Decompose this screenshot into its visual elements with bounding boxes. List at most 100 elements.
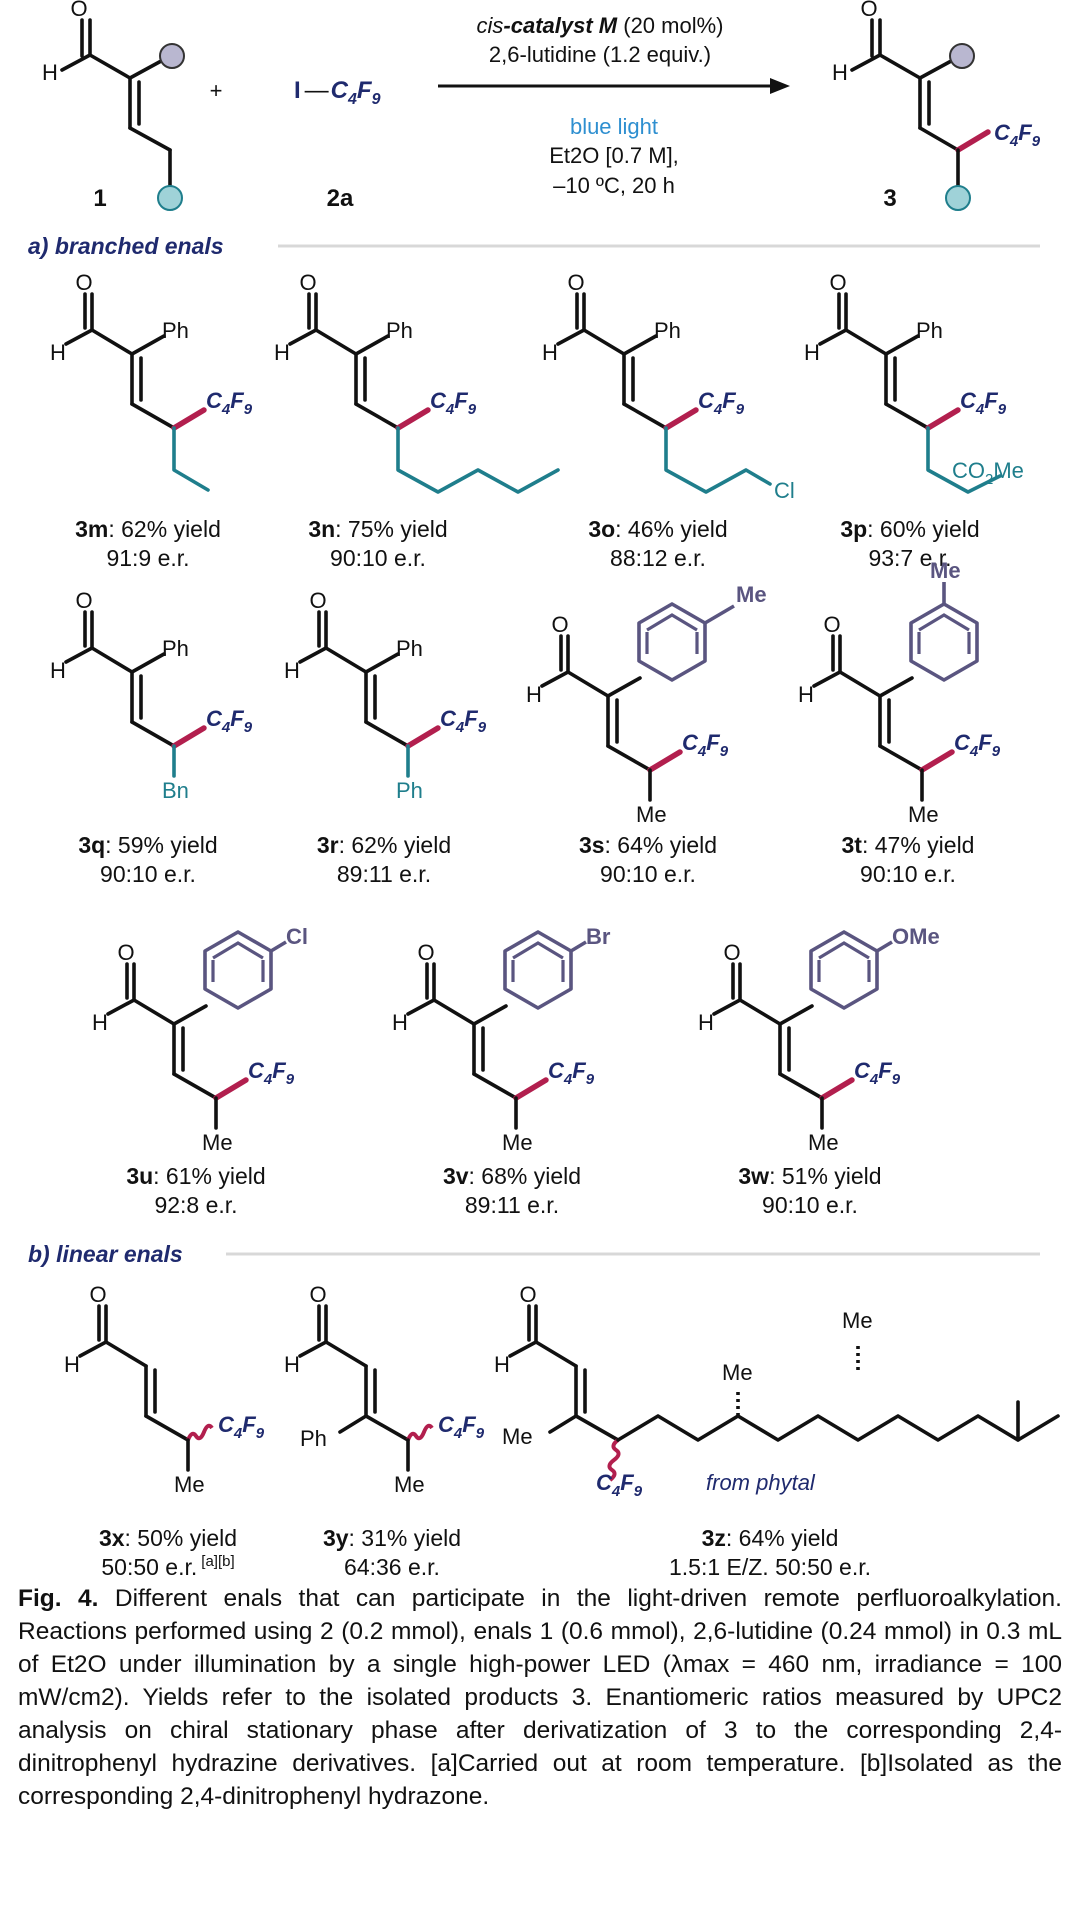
light: blue light bbox=[570, 114, 658, 139]
svg-text:Ph: Ph bbox=[654, 318, 681, 343]
er-3y: 64:36 e.r. bbox=[344, 1554, 440, 1575]
svg-text:O: O bbox=[519, 1282, 536, 1307]
caption-text: Different enals that can participate in … bbox=[18, 1585, 1062, 1810]
er-3v: 89:11 e.r. bbox=[465, 1192, 559, 1218]
compound-3m: O H Ph C4F9 bbox=[50, 270, 253, 492]
compound-3r: O H Ph C4F9 Ph bbox=[284, 588, 487, 803]
svg-text:O: O bbox=[829, 270, 846, 295]
compound-3o: O H Ph C4F9 Cl bbox=[542, 270, 795, 503]
yield-3w: 3w: 51% yield bbox=[738, 1163, 881, 1189]
svg-text:O: O bbox=[309, 588, 326, 613]
svg-text:CO2Me: CO2Me bbox=[952, 458, 1024, 488]
yield-3r: 3r: 62% yield bbox=[317, 832, 451, 858]
svg-text:C4F9: C4F9 bbox=[954, 730, 1001, 760]
svg-text:Cl: Cl bbox=[286, 924, 308, 949]
figure-caption: Fig. 4. Different enals that can partici… bbox=[18, 1582, 1062, 1813]
svg-text:C4F9: C4F9 bbox=[596, 1470, 643, 1500]
svg-text:Ph: Ph bbox=[396, 636, 423, 661]
svg-text:H: H bbox=[392, 1010, 408, 1035]
svg-text:Ph: Ph bbox=[916, 318, 943, 343]
er-3r: 89:11 e.r. bbox=[337, 861, 431, 887]
er-3o: 88:12 e.r. bbox=[610, 545, 706, 571]
svg-text:C4F9: C4F9 bbox=[994, 120, 1041, 150]
reaction-scheme: O H 1 + I—C4F9 2a cis-catalyst M (20 mol… bbox=[28, 0, 1060, 1575]
svg-text:H: H bbox=[92, 1010, 108, 1035]
yield-3q: 3q: 59% yield bbox=[78, 832, 217, 858]
svg-text:C4F9: C4F9 bbox=[206, 706, 253, 736]
temperature: –10 ºC, 20 h bbox=[553, 173, 675, 198]
base: 2,6-lutidine (1.2 equiv.) bbox=[489, 42, 711, 67]
svg-text:Me: Me bbox=[174, 1472, 205, 1497]
svg-text:O: O bbox=[417, 940, 434, 965]
yield-3m: 3m: 62% yield bbox=[75, 516, 221, 542]
svg-text:C4F9: C4F9 bbox=[548, 1058, 595, 1088]
svg-text:Me: Me bbox=[930, 558, 961, 583]
reagent-2a: I—C4F9 2a bbox=[294, 77, 381, 212]
svg-text:C4F9: C4F9 bbox=[682, 730, 729, 760]
atom-O: O bbox=[70, 0, 87, 21]
svg-text:H: H bbox=[804, 340, 820, 365]
compound-3p: O H Ph C4F9 CO2Me bbox=[804, 270, 1024, 494]
label-product: 3 bbox=[883, 185, 896, 212]
svg-text:H: H bbox=[542, 340, 558, 365]
svg-text:O: O bbox=[75, 588, 92, 613]
svg-text:C4F9: C4F9 bbox=[438, 1412, 485, 1442]
compound-3u: O H Cl C4F9 Me bbox=[92, 924, 308, 1155]
er-3s: 90:10 e.r. bbox=[600, 861, 696, 887]
svg-text:Ph: Ph bbox=[162, 318, 189, 343]
svg-text:O: O bbox=[723, 940, 740, 965]
er-3t: 90:10 e.r. bbox=[860, 861, 956, 887]
svg-text:I—C4F9: I—C4F9 bbox=[294, 77, 381, 108]
er-3p: 93:7 e.r. bbox=[868, 545, 951, 571]
svg-text:C4F9: C4F9 bbox=[206, 388, 253, 418]
yield-3n: 3n: 75% yield bbox=[308, 516, 447, 542]
svg-text:Cl: Cl bbox=[774, 478, 795, 503]
svg-text:O: O bbox=[567, 270, 584, 295]
compound-3v: O H Br C4F9 Me bbox=[392, 924, 611, 1155]
er-3q: 90:10 e.r. bbox=[100, 861, 196, 887]
svg-text:O: O bbox=[75, 270, 92, 295]
yield-3p: 3p: 60% yield bbox=[840, 516, 979, 542]
svg-text:O: O bbox=[89, 1282, 106, 1307]
svg-text:Me: Me bbox=[394, 1472, 425, 1497]
atom-H: H bbox=[42, 60, 58, 85]
er-3n: 90:10 e.r. bbox=[330, 545, 426, 571]
section-a-title: a) branched enals bbox=[28, 233, 224, 259]
caption-fig-label: Fig. 4. bbox=[18, 1585, 99, 1612]
svg-text:Me: Me bbox=[736, 582, 767, 607]
svg-text:Me: Me bbox=[908, 802, 939, 827]
from-phytal: from phytal bbox=[706, 1470, 816, 1495]
yield-3z: 3z: 64% yield bbox=[702, 1525, 839, 1551]
svg-text:Ph: Ph bbox=[300, 1426, 327, 1451]
svg-text:Me: Me bbox=[202, 1130, 233, 1155]
compound-3z: O H Me Me Me C4F9 from phytal bbox=[494, 1282, 1060, 1500]
er-3u: 92:8 e.r. bbox=[154, 1192, 237, 1218]
starting-material-1: O H 1 bbox=[42, 0, 185, 212]
svg-text:H: H bbox=[284, 658, 300, 683]
section-b-title: b) linear enals bbox=[28, 1241, 183, 1267]
svg-text:H: H bbox=[50, 340, 66, 365]
svg-text:Bn: Bn bbox=[162, 778, 189, 803]
svg-text:C4F9: C4F9 bbox=[218, 1412, 265, 1442]
svg-text:O: O bbox=[860, 0, 877, 21]
svg-text:Ph: Ph bbox=[386, 318, 413, 343]
label-sm1: 1 bbox=[93, 185, 106, 212]
svg-text:OMe: OMe bbox=[892, 924, 940, 949]
svg-text:O: O bbox=[309, 1282, 326, 1307]
svg-text:O: O bbox=[823, 612, 840, 637]
compound-3s: O H Me C4F9 Me bbox=[526, 582, 767, 827]
compound-3y: O H Ph C4F9 Me bbox=[284, 1282, 485, 1497]
svg-text:C4F9: C4F9 bbox=[698, 388, 745, 418]
compound-3w: O H OMe C4F9 Me bbox=[698, 924, 940, 1155]
compound-3n: O H Ph C4F9 bbox=[274, 270, 560, 494]
yield-3v: 3v: 68% yield bbox=[443, 1163, 581, 1189]
product-3: O H C4F9 3 bbox=[832, 0, 1041, 212]
er-3x: 50:50 e.r.[a][b] bbox=[101, 1553, 234, 1575]
svg-text:Me: Me bbox=[808, 1130, 839, 1155]
compound-3t: O H Me C4F9 Me bbox=[798, 558, 1001, 827]
svg-text:O: O bbox=[551, 612, 568, 637]
svg-text:Br: Br bbox=[586, 924, 611, 949]
svg-text:C4F9: C4F9 bbox=[248, 1058, 295, 1088]
svg-text:H: H bbox=[832, 60, 848, 85]
svg-text:H: H bbox=[526, 682, 542, 707]
